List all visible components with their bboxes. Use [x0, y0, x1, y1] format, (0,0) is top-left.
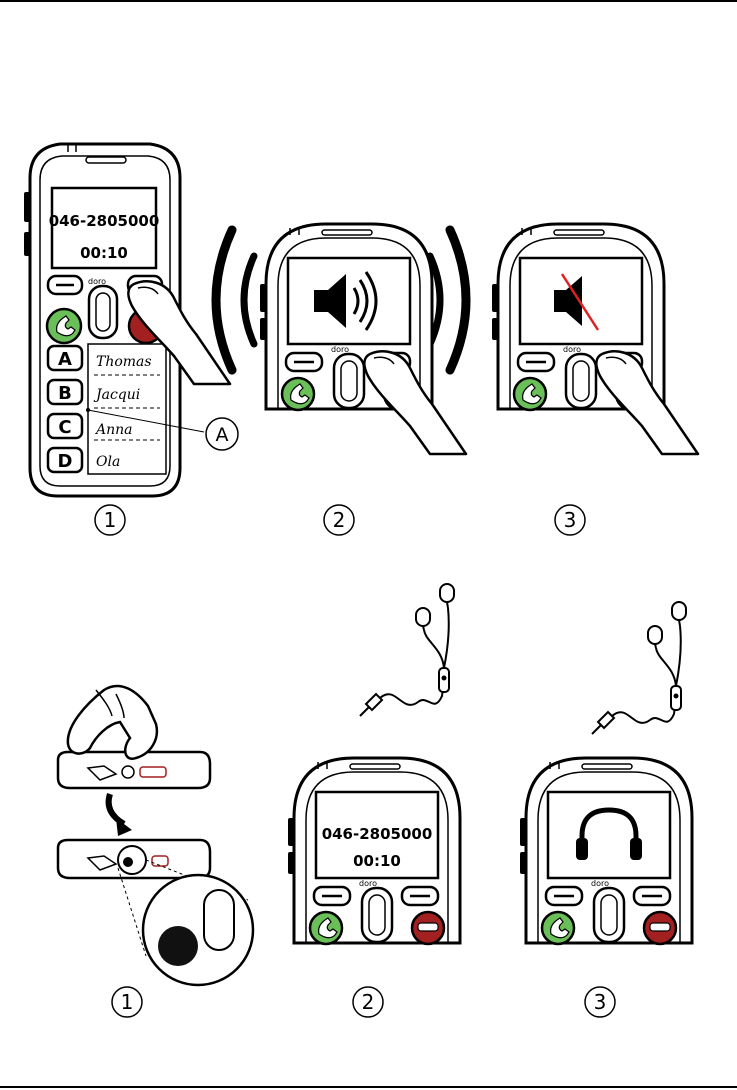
speed-key-c-label: C	[58, 417, 71, 438]
bottom-rule	[0, 1086, 737, 1088]
speed-key-d[interactable]	[46, 446, 84, 474]
speaker-on-icon	[314, 271, 378, 331]
speed-key-b-label: B	[58, 383, 72, 404]
name-jacqui: Jacqui	[93, 387, 140, 403]
callout-a	[205, 417, 239, 451]
call-number-text: 046-2805000	[322, 825, 433, 843]
step-number-3: 3	[594, 990, 607, 1014]
headphones-icon	[576, 807, 642, 860]
step-number-2: 2	[362, 990, 375, 1014]
phone-2: doro	[258, 222, 468, 456]
name-ola: Ola	[96, 454, 120, 470]
call-timer-text: 00:10	[353, 852, 401, 870]
top-step-numbers: 1 2 3	[94, 504, 586, 536]
speed-key-a-label: A	[58, 349, 72, 370]
phone-3: doro	[490, 222, 700, 456]
speed-key-b[interactable]	[46, 378, 84, 406]
speed-key-c[interactable]	[46, 412, 84, 440]
phone-bottom-3: doro	[518, 756, 694, 946]
speed-key-d-label: D	[58, 451, 73, 472]
call-number-text: 046-2805000	[49, 212, 160, 230]
brand-logo: doro	[359, 879, 377, 888]
speaker-muted-icon	[554, 273, 600, 331]
bottom-step-numbers: 1 2 3	[111, 986, 616, 1018]
step-number-3: 3	[564, 508, 577, 532]
step-number-1: 1	[104, 508, 117, 532]
magnified-port	[141, 873, 255, 987]
step-number-2: 2	[333, 508, 346, 532]
phone-1: 046-2805000 00:10 doro A B C D Thomas Ja…	[24, 142, 239, 498]
phone-bottom-2: 046-2805000 00:10 doro	[286, 756, 462, 946]
call-timer-text: 00:10	[80, 244, 128, 262]
headset-bottom-2	[359, 583, 455, 717]
brand-logo: doro	[591, 879, 609, 888]
speed-key-a[interactable]	[46, 344, 84, 372]
sound-waves	[211, 225, 471, 375]
callout-a-label: A	[216, 424, 229, 446]
brand-logo: doro	[331, 345, 349, 354]
name-thomas: Thomas	[96, 354, 152, 370]
top-rule	[0, 0, 737, 2]
name-anna: Anna	[94, 422, 133, 438]
step-number-1: 1	[121, 990, 134, 1014]
brand-logo: doro	[88, 277, 106, 286]
brand-logo: doro	[563, 345, 581, 354]
headset-bottom-3	[591, 601, 687, 735]
headset-port-detail	[56, 684, 255, 987]
